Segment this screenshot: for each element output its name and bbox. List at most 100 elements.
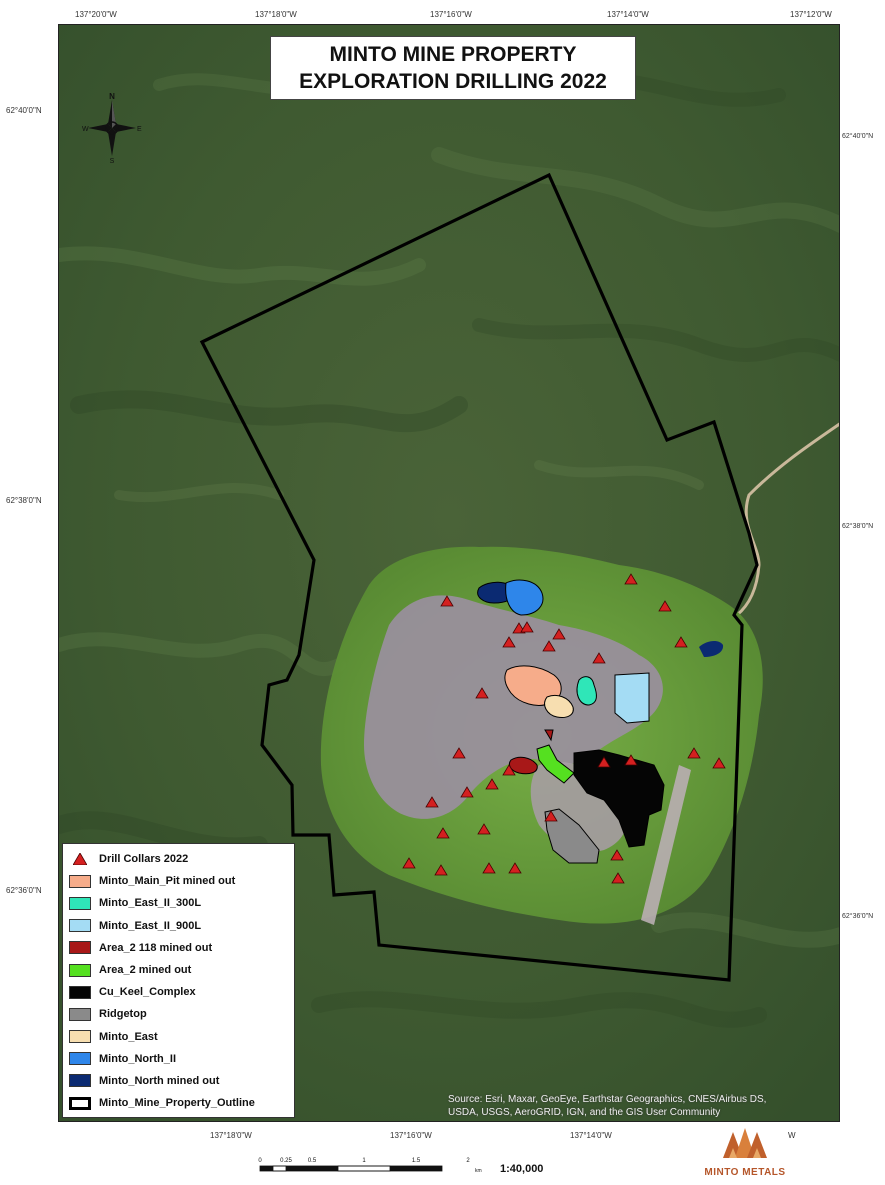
legend-item: Minto_East [69, 1026, 288, 1048]
legend-swatch [69, 896, 91, 910]
drill-collar[interactable] [425, 796, 439, 808]
legend-swatch [69, 963, 91, 977]
legend-label: Area_2 118 mined out [99, 941, 213, 954]
drill-collar[interactable] [477, 823, 491, 835]
minto-mine-property-outline[interactable] [199, 172, 759, 982]
drill-collar[interactable] [452, 747, 466, 759]
legend-label: Area_2 mined out [99, 964, 192, 977]
minto-east-ii-300l[interactable] [576, 676, 597, 706]
tailings-strip [641, 765, 691, 925]
drill-collars-2022 [402, 573, 726, 884]
legend-swatch [69, 1052, 91, 1066]
attribution-line-2: USDA, USGS, AeroGRID, IGN, and the GIS U… [448, 1107, 721, 1118]
drill-collar[interactable] [658, 600, 672, 612]
drill-collar[interactable] [592, 652, 606, 664]
drill-collar[interactable] [434, 864, 448, 876]
legend-swatch [69, 919, 91, 933]
compass-rose-icon: N S W E [82, 92, 142, 165]
drill-collar[interactable] [402, 857, 416, 869]
legend-label: Minto_North_II [99, 1052, 176, 1065]
legend-item: Minto_North mined out [69, 1070, 288, 1092]
north-arrow-compass: N S W E [80, 92, 144, 165]
coord-right-2: 62°38'0"N [842, 523, 874, 530]
legend-label: Minto_East_II_900L [99, 919, 202, 932]
scale-unit: km [475, 1168, 482, 1174]
scale-tick-0: 0 [258, 1158, 262, 1164]
map-title-line-1: MINTO MINE PROPERTY [329, 43, 577, 66]
coord-bottom-1: 137°18'0"W [210, 1131, 252, 1140]
drill-collar[interactable] [460, 786, 474, 798]
drill-collar[interactable] [475, 687, 489, 699]
legend-label: Minto_Mine_Property_Outline [99, 1097, 255, 1110]
legend-label: Minto_East_II_300L [99, 897, 202, 910]
drill-collar[interactable] [674, 636, 688, 648]
coord-left-1: 62°40'0"N [6, 106, 42, 115]
legend-label: Drill Collars 2022 [99, 853, 189, 866]
scale-bar-graphic: 0 0.25 0.5 1 1.5 2 km [258, 1158, 482, 1174]
minto-metals-mountain-icon [723, 1128, 767, 1158]
drill-collar[interactable] [485, 778, 499, 790]
coord-right-1: 62°40'0"N [842, 133, 874, 140]
drill-collar[interactable] [520, 621, 534, 633]
legend-item: Minto_Mine_Property_Outline [69, 1092, 288, 1114]
area-2-118-mined-out-2[interactable] [544, 729, 554, 742]
map-title-box: MINTO MINE PROPERTY EXPLORATION DRILLING… [270, 36, 636, 100]
drill-collar[interactable] [544, 810, 558, 822]
legend-swatch [69, 1096, 91, 1110]
drill-collar[interactable] [687, 747, 701, 759]
compass-n: N [109, 92, 115, 101]
scale-bar: 0 0.25 0.5 1 1.5 2 km [255, 1150, 485, 1180]
drill-collar-triangle-icon [69, 853, 91, 866]
drill-collar[interactable] [610, 849, 624, 861]
compass-w: W [82, 126, 89, 133]
drill-collar[interactable] [502, 764, 516, 776]
coord-bottom-3: 137°14'0"W [570, 1131, 612, 1140]
legend-item: Cu_Keel_Complex [69, 981, 288, 1003]
drill-collar[interactable] [436, 827, 450, 839]
drill-collar[interactable] [552, 628, 566, 640]
coord-right-3: 62°36'0"N [842, 913, 874, 920]
minto-east[interactable] [544, 694, 574, 718]
coord-bottom-4: W [788, 1131, 796, 1140]
map-attribution: Source: Esri, Maxar, GeoEye, Earthstar G… [448, 1093, 838, 1119]
minto-metals-logo: MINTO METALS [700, 1122, 790, 1182]
scale-tick-5: 2 [466, 1158, 470, 1164]
drill-collar[interactable] [502, 636, 516, 648]
map-title-line-2: EXPLORATION DRILLING 2022 [299, 70, 607, 93]
drill-collar[interactable] [597, 756, 611, 768]
legend-item: Minto_East_II_300L [69, 892, 288, 914]
area-2-mined-out[interactable] [536, 744, 575, 784]
attribution-line-1: Source: Esri, Maxar, GeoEye, Earthstar G… [448, 1094, 767, 1105]
legend-label: Minto_Main_Pit mined out [99, 875, 236, 888]
minto-north-ii[interactable] [505, 579, 544, 616]
coord-top-1: 137°20'0"W [75, 10, 117, 19]
minto-east-ii-900l[interactable] [614, 672, 650, 724]
coord-left-3: 62°36'0"N [6, 886, 42, 895]
drill-collar[interactable] [482, 862, 496, 874]
legend-item: Ridgetop [69, 1003, 288, 1025]
ridgetop[interactable] [544, 808, 600, 864]
coord-left-2: 62°38'0"N [6, 496, 42, 505]
legend-label: Minto_East [99, 1030, 158, 1043]
drill-collar[interactable] [624, 754, 638, 766]
compass-s: S [110, 158, 115, 164]
drill-collar[interactable] [624, 573, 638, 585]
legend-label: Cu_Keel_Complex [99, 986, 196, 999]
cu-keel-complex[interactable] [573, 749, 665, 848]
legend-item: Minto_East_II_900L [69, 915, 288, 937]
drill-collar[interactable] [542, 640, 556, 652]
legend-item: Minto_Main_Pit mined out [69, 870, 288, 892]
drill-collar[interactable] [712, 757, 726, 769]
legend-item: Area_2 mined out [69, 959, 288, 981]
drill-collar[interactable] [440, 595, 454, 607]
coord-top-3: 137°16'0"W [430, 10, 472, 19]
legend-item: Drill Collars 2022 [69, 848, 288, 870]
scale-tick-2: 0.5 [308, 1158, 317, 1164]
legend-item: Minto_North_II [69, 1048, 288, 1070]
legend-label: Ridgetop [99, 1008, 147, 1021]
legend-swatch [69, 1030, 91, 1044]
drill-collar[interactable] [611, 872, 625, 884]
drill-collar[interactable] [508, 862, 522, 874]
scale-tick-3: 1 [362, 1158, 366, 1164]
legend-swatch [69, 874, 91, 888]
